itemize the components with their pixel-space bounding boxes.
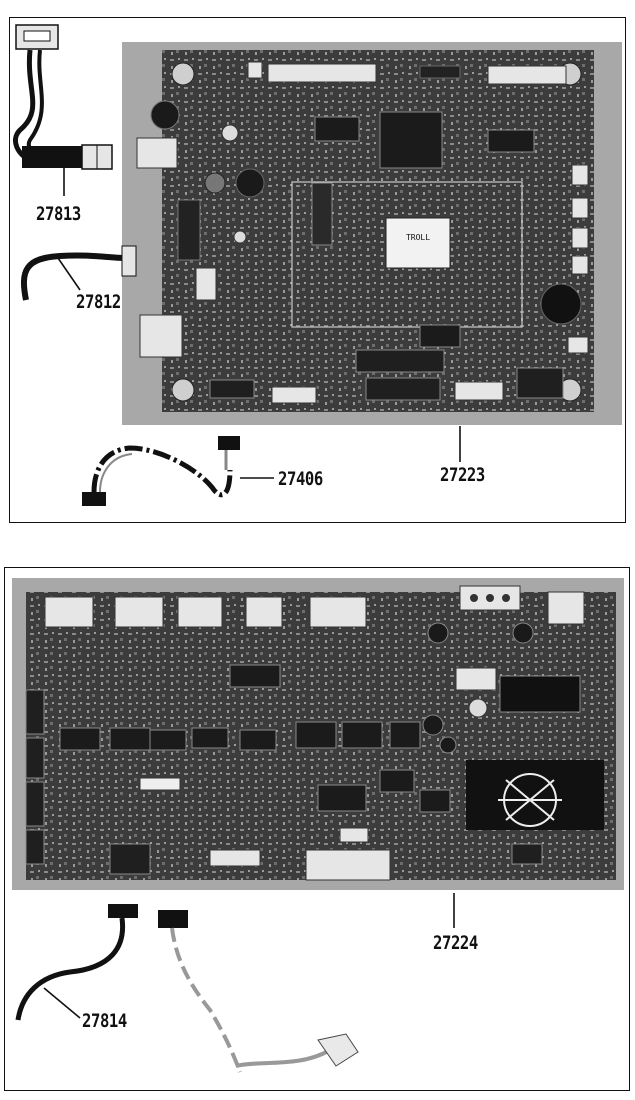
callout-27812: 27812 (76, 291, 121, 313)
bottom-panel (4, 567, 630, 1091)
cable-27813 (13, 24, 113, 196)
callout-27814: 27814 (82, 1010, 127, 1032)
wire-harness (158, 910, 359, 1073)
cable-27814 (15, 904, 138, 1021)
chip-label: TROLL (406, 233, 430, 242)
callout-27223: 27223 (440, 464, 485, 486)
control-board-27224 (12, 578, 624, 890)
callout-27813: 27813 (36, 203, 81, 225)
control-board-27223: TROLL (122, 42, 622, 425)
cable-27406 (82, 436, 274, 506)
callout-27406: 27406 (278, 468, 323, 490)
callout-27224: 27224 (433, 932, 478, 954)
cable-27812 (20, 245, 137, 301)
heatsink (466, 760, 604, 830)
